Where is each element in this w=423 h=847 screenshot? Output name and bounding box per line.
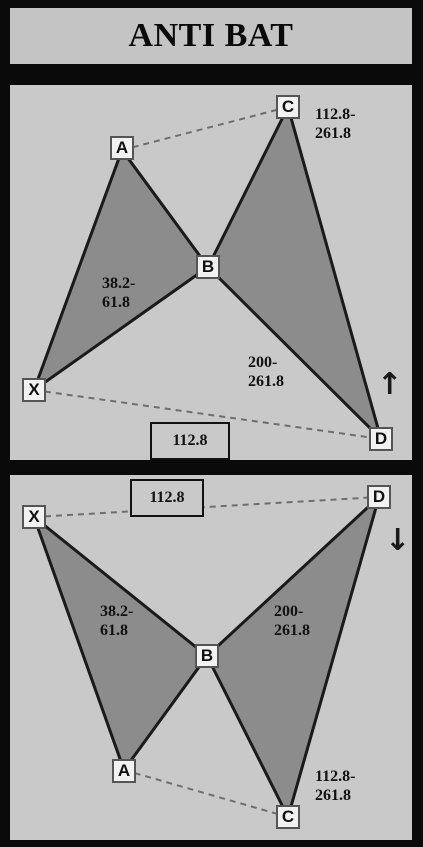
xab-triangle: [30, 512, 210, 774]
up-arrow-icon: ↑: [377, 367, 403, 402]
point-d: D: [369, 427, 393, 451]
point-a: A: [112, 759, 136, 783]
xd-ratio-box: 112.8: [150, 422, 230, 460]
cd-ratio-label: 200- 261.8: [248, 354, 284, 390]
bcd-triangle: [205, 492, 382, 822]
xd-dashed-line: [33, 496, 380, 518]
bc-ratio-label: 112.8- 261.8: [315, 106, 356, 142]
xd-ratio-box: 112.8: [130, 479, 204, 517]
page-title: ANTI BAT: [128, 17, 294, 54]
ab-ratio-label: 38.2- 61.8: [102, 275, 136, 311]
bcd-triangle: [206, 102, 384, 445]
point-b: B: [195, 644, 219, 668]
point-d: D: [367, 485, 391, 509]
point-b: B: [196, 255, 220, 279]
title-bar: ANTI BAT: [10, 8, 412, 64]
point-x: X: [22, 378, 46, 402]
ac-dashed-line: [123, 769, 289, 818]
ac-dashed-line: [121, 106, 289, 151]
point-c: C: [276, 805, 300, 829]
point-x: X: [22, 505, 46, 529]
bullish-pattern-panel: A B C D X 38.2- 61.8 112.8- 261.8 200- 2…: [10, 85, 412, 460]
bearish-pattern-panel: A B C D X 38.2- 61.8 112.8- 261.8 200- 2…: [10, 475, 412, 840]
cd-ratio-label: 200- 261.8: [274, 603, 310, 639]
down-arrow-icon: ↓: [385, 523, 411, 558]
bullish-pattern-diagram: [30, 102, 384, 445]
ab-ratio-label: 38.2- 61.8: [100, 603, 134, 639]
bc-ratio-label: 112.8- 261.8: [315, 768, 356, 804]
xab-triangle: [30, 146, 211, 395]
point-a: A: [110, 136, 134, 160]
point-c: C: [276, 95, 300, 119]
bearish-pattern-diagram: [30, 492, 382, 822]
xd-dashed-line: [33, 389, 382, 440]
